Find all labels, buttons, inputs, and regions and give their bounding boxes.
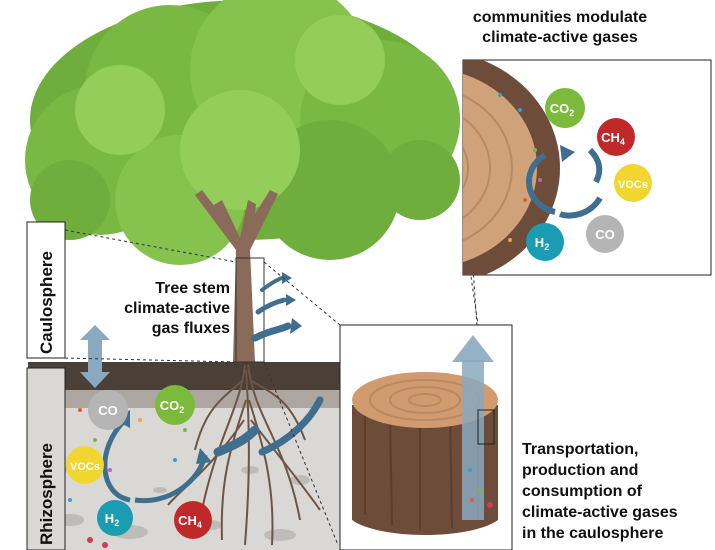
transport-label: Transportation, production and consumpti…	[522, 441, 678, 542]
stump-inset	[339, 324, 513, 550]
tree-trunk	[195, 190, 278, 363]
inset-molecule-co2: CO2	[545, 88, 585, 128]
svg-text:VOCs: VOCs	[70, 461, 100, 473]
inset-molecule-h2: H2	[526, 223, 564, 261]
svg-text:CO2: CO2	[550, 101, 575, 118]
svg-text:Tree stem: Tree stem	[155, 280, 230, 297]
svg-text:climate-active: climate-active	[124, 300, 230, 317]
soil-molecule-vocs: VOCs	[66, 446, 104, 484]
svg-text:CO2: CO2	[160, 398, 185, 415]
tree-canopy	[25, 0, 460, 265]
stem-flux-label: Tree stem climate-active gas fluxes	[124, 280, 230, 337]
stem-cross-section-inset: CO2 CH4 VOCs H2 CO	[462, 59, 712, 276]
inset-molecule-vocs: VOCs	[614, 164, 652, 202]
inset-molecule-ch4: CH4	[597, 118, 635, 156]
soil-molecule-co: CO	[88, 390, 128, 430]
svg-text:consumption of: consumption of	[522, 483, 643, 500]
svg-text:Transportation,: Transportation,	[522, 441, 638, 458]
svg-text:CO: CO	[595, 227, 615, 242]
svg-text:production and: production and	[522, 462, 638, 479]
soil-exchange-arrow	[80, 325, 110, 388]
svg-text:in the caulosphere: in the caulosphere	[522, 525, 663, 542]
svg-text:communities modulate: communities modulate	[473, 9, 647, 26]
caulosphere-label: Caulosphere	[37, 251, 56, 354]
rhizosphere-label: Rhizosphere	[37, 443, 56, 545]
svg-text:climate-active gases: climate-active gases	[522, 504, 678, 521]
inset-molecule-co: CO	[586, 215, 624, 253]
svg-text:gas fluxes: gas fluxes	[152, 320, 230, 337]
rhizosphere-label-box: Rhizosphere	[26, 367, 66, 550]
stem-flux-arrowheads	[282, 272, 302, 334]
svg-text:CO: CO	[98, 403, 118, 418]
svg-text:VOCs: VOCs	[618, 179, 648, 191]
soil-molecule-co2: CO2	[155, 385, 195, 425]
caulosphere-label-box: Caulosphere	[26, 221, 66, 359]
svg-text:H2: H2	[105, 511, 119, 528]
svg-text:CH4: CH4	[178, 513, 202, 530]
soil-molecule-h2: H2	[97, 500, 133, 536]
svg-text:climate-active gases: climate-active gases	[482, 29, 638, 46]
svg-text:H2: H2	[535, 235, 549, 252]
svg-text:CH4: CH4	[601, 130, 625, 147]
soil-molecule-ch4: CH4	[174, 501, 212, 539]
stem-flux-arrows	[251, 276, 324, 456]
top-title: communities modulate climate-active gase…	[473, 9, 647, 46]
